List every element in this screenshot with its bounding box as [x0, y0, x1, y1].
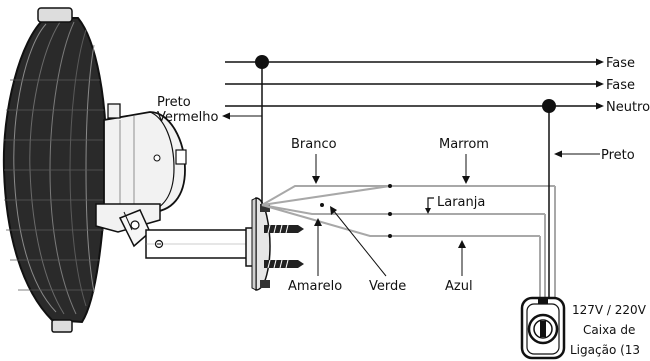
label-fase-1: Fase — [606, 56, 635, 71]
wire-labels: Branco Marrom Laranja Amarelo Verde Azul… — [288, 137, 635, 294]
wire-connection-dots — [320, 184, 392, 238]
junction-box — [520, 296, 566, 360]
wire-branco — [261, 185, 555, 206]
fan-grille — [2, 7, 108, 333]
motor-housing — [103, 103, 187, 213]
label-voltage: 127V / 220V — [572, 303, 647, 317]
mount-screw-top — [264, 224, 304, 234]
label-neutro: Neutro — [606, 100, 650, 115]
laranja-arrow-icon — [427, 197, 434, 212]
label-fase-2: Fase — [606, 78, 635, 93]
support-arm — [145, 229, 251, 259]
fan-leads: Preto Vermelho — [157, 62, 263, 205]
wall-mount — [245, 197, 271, 291]
label-amarelo: Amarelo — [288, 279, 342, 294]
label-fan-vermelho: Vermelho — [157, 110, 219, 125]
label-marrom: Marrom — [439, 137, 489, 152]
tilt-joint — [95, 203, 161, 248]
label-laranja: Laranja — [437, 195, 485, 210]
speed-switch-wires — [261, 185, 556, 300]
label-fan-preto: Preto — [157, 95, 191, 110]
label-preto-right: Preto — [601, 148, 635, 163]
fan-illustration — [2, 7, 304, 333]
mount-screw-bottom — [264, 259, 304, 269]
wire-laranja — [261, 204, 545, 215]
junction-box-labels: 127V / 220V Caixa de Ligação (13 — [570, 303, 647, 357]
label-caixa-de: Caixa de — [583, 323, 635, 337]
label-branco: Branco — [291, 137, 337, 152]
label-azul: Azul — [445, 279, 473, 294]
label-ligacao: Ligação (13 — [570, 343, 640, 357]
wire-marrom — [261, 185, 391, 206]
label-verde: Verde — [369, 279, 406, 294]
line-labels: Fase Fase Neutro — [596, 56, 650, 115]
supply-lines — [225, 55, 597, 113]
wire-amarelo — [261, 204, 540, 237]
